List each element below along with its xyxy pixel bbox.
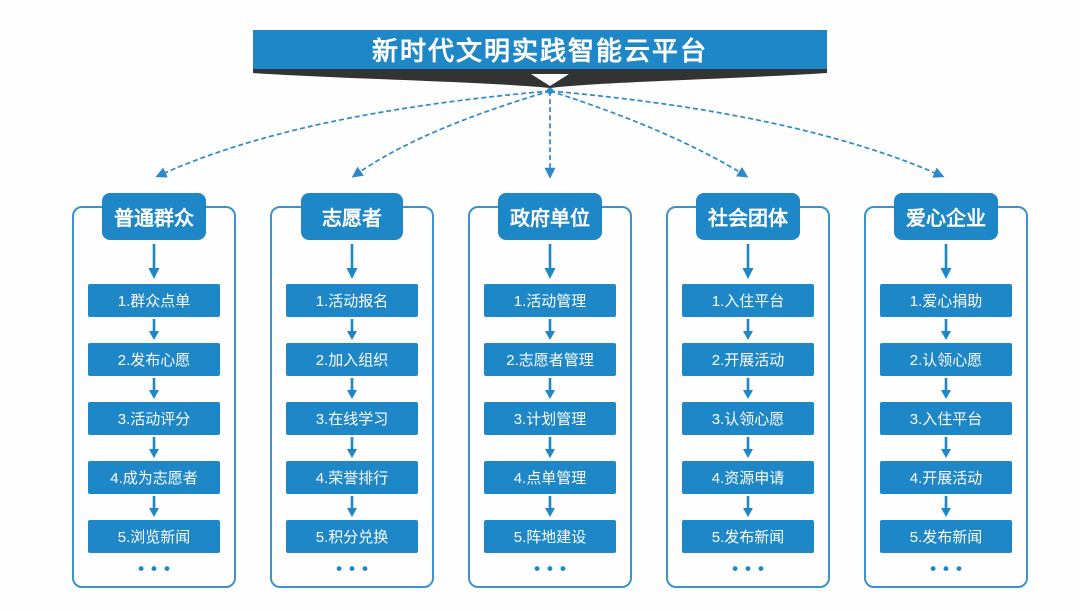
flow-step: 1.活动管理 [484, 284, 616, 317]
flow-step: 5.积分兑换 [286, 520, 418, 553]
down-arrow-icon [743, 496, 753, 517]
down-arrow-icon [149, 496, 159, 517]
banner-ribbon-icon [253, 69, 827, 88]
down-arrow-icon [545, 496, 555, 517]
flow-step: 3.在线学习 [286, 402, 418, 435]
flow-step: 3.认领心愿 [682, 402, 814, 435]
down-arrow-icon [743, 378, 753, 399]
down-arrow-icon [940, 244, 952, 279]
down-arrow-icon [545, 319, 555, 340]
flow-step: 4.资源申请 [682, 461, 814, 494]
down-arrow-icon [545, 378, 555, 399]
flow-step: 5.浏览新闻 [88, 520, 220, 553]
column-government: 政府单位 1.活动管理 2.志愿者管理 3.计划管理 4.点单管理 5.阵地建设… [467, 193, 633, 593]
flow-step: 5.发布新闻 [682, 520, 814, 553]
down-arrow-icon [743, 437, 753, 458]
platform-banner: 新时代文明实践智能云平台 [253, 30, 827, 69]
flow-step: 5.发布新闻 [880, 520, 1012, 553]
flow-step: 3.入住平台 [880, 402, 1012, 435]
flow-step: 2.发布心愿 [88, 343, 220, 376]
down-arrow-icon [544, 244, 556, 279]
flow-step: 3.活动评分 [88, 402, 220, 435]
flow-step: 4.点单管理 [484, 461, 616, 494]
column-header: 普通群众 [102, 193, 206, 240]
dashed-connector-arrows-icon [155, 87, 945, 179]
flow-step: 4.成为志愿者 [88, 461, 220, 494]
down-arrow-icon [347, 378, 357, 399]
platform-title: 新时代文明实践智能云平台 [371, 36, 708, 66]
column-header: 社会团体 [696, 193, 800, 240]
column-social-group: 社会团体 1.入住平台 2.开展活动 3.认领心愿 4.资源申请 5.发布新闻 … [665, 193, 831, 593]
down-arrow-icon [347, 437, 357, 458]
flow-step: 2.开展活动 [682, 343, 814, 376]
down-arrow-icon [743, 319, 753, 340]
flow-step: 1.群众点单 [88, 284, 220, 317]
down-arrow-icon [148, 244, 160, 279]
down-arrow-icon [545, 437, 555, 458]
column-volunteer: 志愿者 1.活动报名 2.加入组织 3.在线学习 4.荣誉排行 5.积分兑换 •… [269, 193, 435, 593]
more-ellipsis: ••• [732, 559, 771, 578]
flow-step: 4.荣誉排行 [286, 461, 418, 494]
down-arrow-icon [941, 319, 951, 340]
flow-step: 2.志愿者管理 [484, 343, 616, 376]
flow-step: 1.活动报名 [286, 284, 418, 317]
down-arrow-icon [149, 378, 159, 399]
down-arrow-icon [941, 437, 951, 458]
down-arrow-icon [742, 244, 754, 279]
flow-step: 1.爱心捐助 [880, 284, 1012, 317]
more-ellipsis: ••• [138, 559, 177, 578]
flow-step: 2.认领心愿 [880, 343, 1012, 376]
down-arrow-icon [941, 496, 951, 517]
flow-step: 1.入住平台 [682, 284, 814, 317]
down-arrow-icon [347, 496, 357, 517]
column-header: 志愿者 [301, 193, 403, 240]
more-ellipsis: ••• [336, 559, 375, 578]
flow-step: 2.加入组织 [286, 343, 418, 376]
column-header: 爱心企业 [894, 193, 998, 240]
flow-step: 3.计划管理 [484, 402, 616, 435]
down-arrow-icon [347, 319, 357, 340]
more-ellipsis: ••• [534, 559, 573, 578]
down-arrow-icon [149, 437, 159, 458]
down-arrow-icon [149, 319, 159, 340]
flow-step: 4.开展活动 [880, 461, 1012, 494]
down-arrow-icon [941, 378, 951, 399]
flow-step: 5.阵地建设 [484, 520, 616, 553]
more-ellipsis: ••• [930, 559, 969, 578]
column-general-public: 普通群众 1.群众点单 2.发布心愿 3.活动评分 4.成为志愿者 5.浏览新闻… [71, 193, 237, 593]
down-arrow-icon [346, 244, 358, 279]
column-caring-enterprise: 爱心企业 1.爱心捐助 2.认领心愿 3.入住平台 4.开展活动 5.发布新闻 … [863, 193, 1029, 593]
column-header: 政府单位 [498, 193, 602, 240]
